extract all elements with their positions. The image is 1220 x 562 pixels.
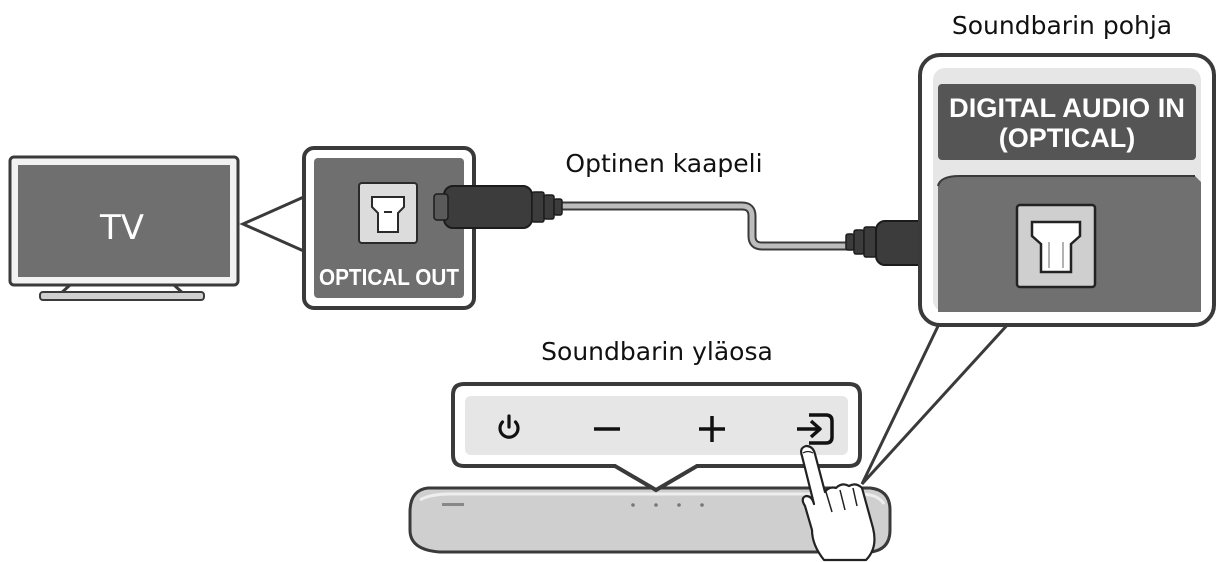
digital-audio-in-port: [1015, 203, 1097, 289]
tv-stand-base: [39, 291, 205, 301]
soundbar-dot-3: [677, 503, 681, 507]
tv-screen: [18, 165, 230, 277]
volume-up-button[interactable]: [699, 416, 725, 442]
optical-cable: Optinen kaapeli: [433, 149, 975, 266]
power-button[interactable]: [498, 414, 520, 439]
soundbar-logo-mark: [442, 503, 464, 506]
tv-label: TV: [99, 208, 144, 248]
optical-out-port: [358, 182, 418, 244]
tv-callout-pointer: [239, 194, 307, 254]
digital-audio-in-line1: DIGITAL AUDIO IN: [949, 93, 1185, 123]
soundbar-dot-1: [631, 503, 635, 507]
source-button[interactable]: [797, 413, 834, 445]
source-input-icon: [797, 413, 834, 445]
hand-icon: [800, 444, 876, 562]
plus-icon: [699, 416, 725, 442]
soundbar-bottom-callout-pointer: [860, 320, 1012, 486]
soundbar-dot-4: [700, 503, 704, 507]
optical-out-label: OPTICAL OUT: [319, 264, 459, 290]
soundbar-buttons-callout: [451, 382, 862, 493]
soundbar-dot-2: [654, 503, 658, 507]
digital-audio-in-line2: (OPTICAL): [999, 123, 1135, 153]
soundbar-bottom-panel: DIGITAL AUDIO IN (OPTICAL): [918, 53, 1216, 327]
tv: TV: [8, 155, 240, 301]
cable-label: Optinen kaapeli: [565, 149, 762, 178]
soundbar: [408, 486, 892, 554]
cable-connector-left: [433, 185, 563, 229]
power-icon: [498, 414, 520, 439]
soundbar-top-label: Soundbarin yläosa: [541, 337, 773, 366]
optical-out-panel: OPTICAL OUT: [302, 146, 476, 310]
cable-wire: [560, 201, 848, 251]
soundbar-bottom-label: Soundbarin pohja: [952, 11, 1172, 40]
